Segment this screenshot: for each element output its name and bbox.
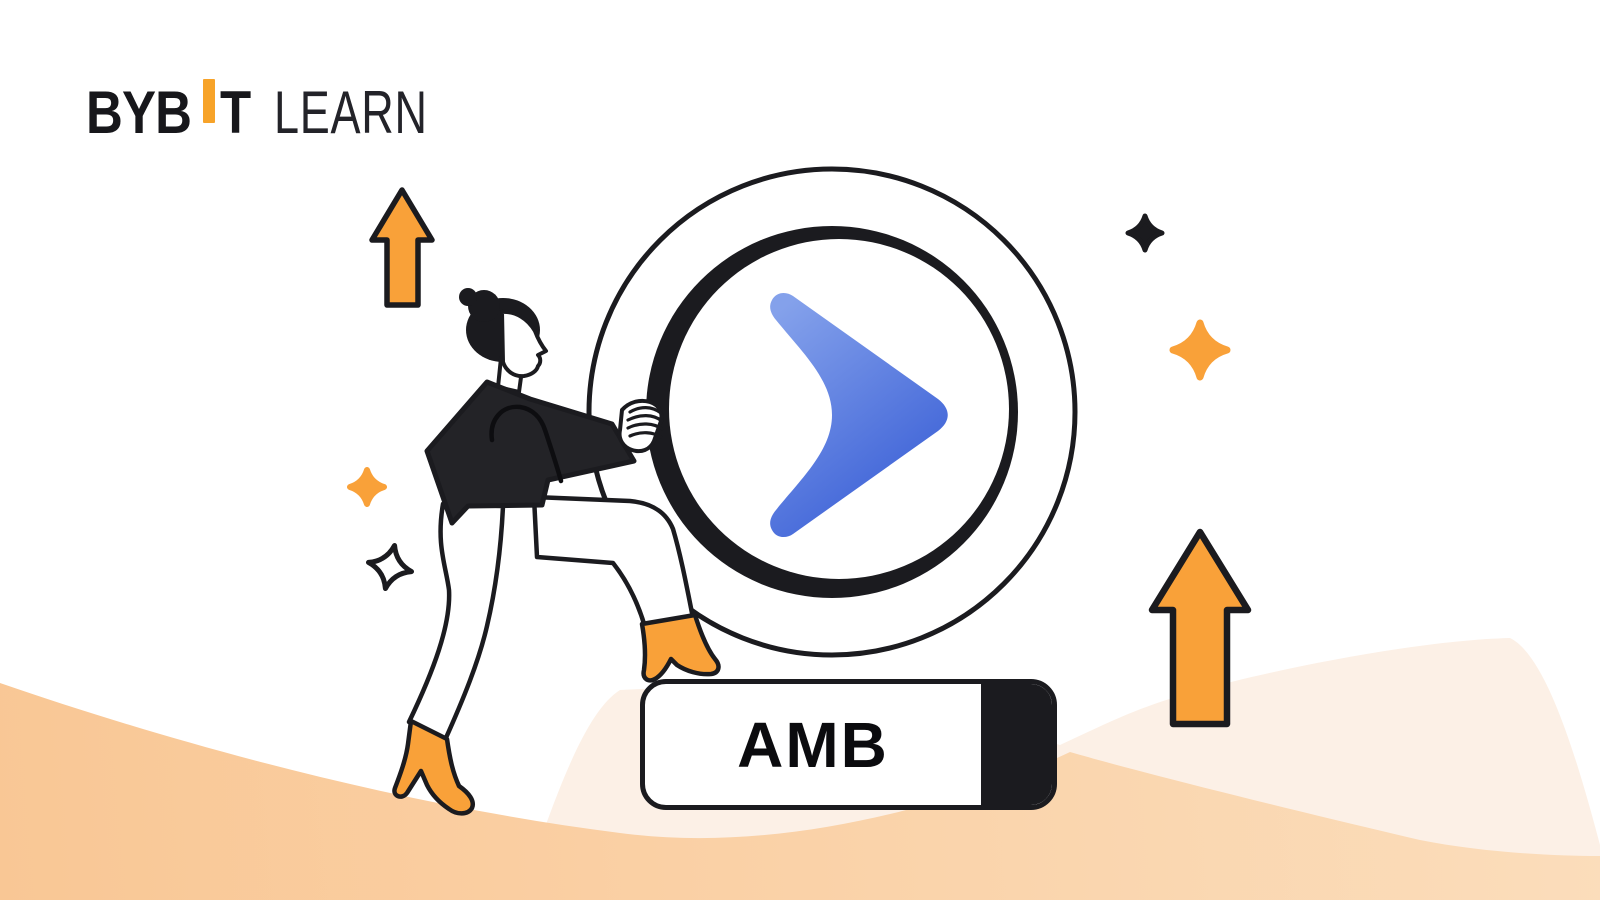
person-fingers	[626, 406, 664, 439]
deep-wave	[0, 683, 1600, 900]
logo-text-learn: LEARN	[274, 79, 428, 146]
amb-arrow-logo-icon	[770, 292, 948, 538]
person-jacket	[424, 379, 637, 526]
up-arrow-large-icon	[1148, 528, 1252, 728]
sparkle-orange-right-icon	[1169, 319, 1231, 381]
sparkle-white-outline-icon	[365, 542, 415, 592]
logo-text-t: T	[220, 79, 251, 146]
sparkle-black-icon	[1125, 213, 1165, 253]
logo-text-byb: BYB	[86, 79, 192, 146]
sparkle-orange-left-icon	[347, 467, 387, 507]
token-plate-endcap-icon	[981, 684, 1052, 805]
logo-orange-bar-icon	[203, 79, 215, 123]
person-back-boot	[392, 718, 475, 816]
person-front-boot	[639, 612, 721, 683]
amb-coin-icon	[586, 166, 1078, 658]
person-back-leg	[406, 501, 506, 743]
person-jacket-seam	[489, 404, 564, 484]
up-arrow-small-icon	[369, 187, 435, 308]
person-pushing-coin	[392, 288, 721, 816]
person-face	[500, 309, 548, 379]
token-name-plate: AMB	[640, 679, 1057, 810]
brand-logo: BYB T LEARN	[86, 78, 466, 146]
token-label-text-area: AMB	[645, 684, 981, 805]
token-symbol: AMB	[737, 708, 889, 781]
